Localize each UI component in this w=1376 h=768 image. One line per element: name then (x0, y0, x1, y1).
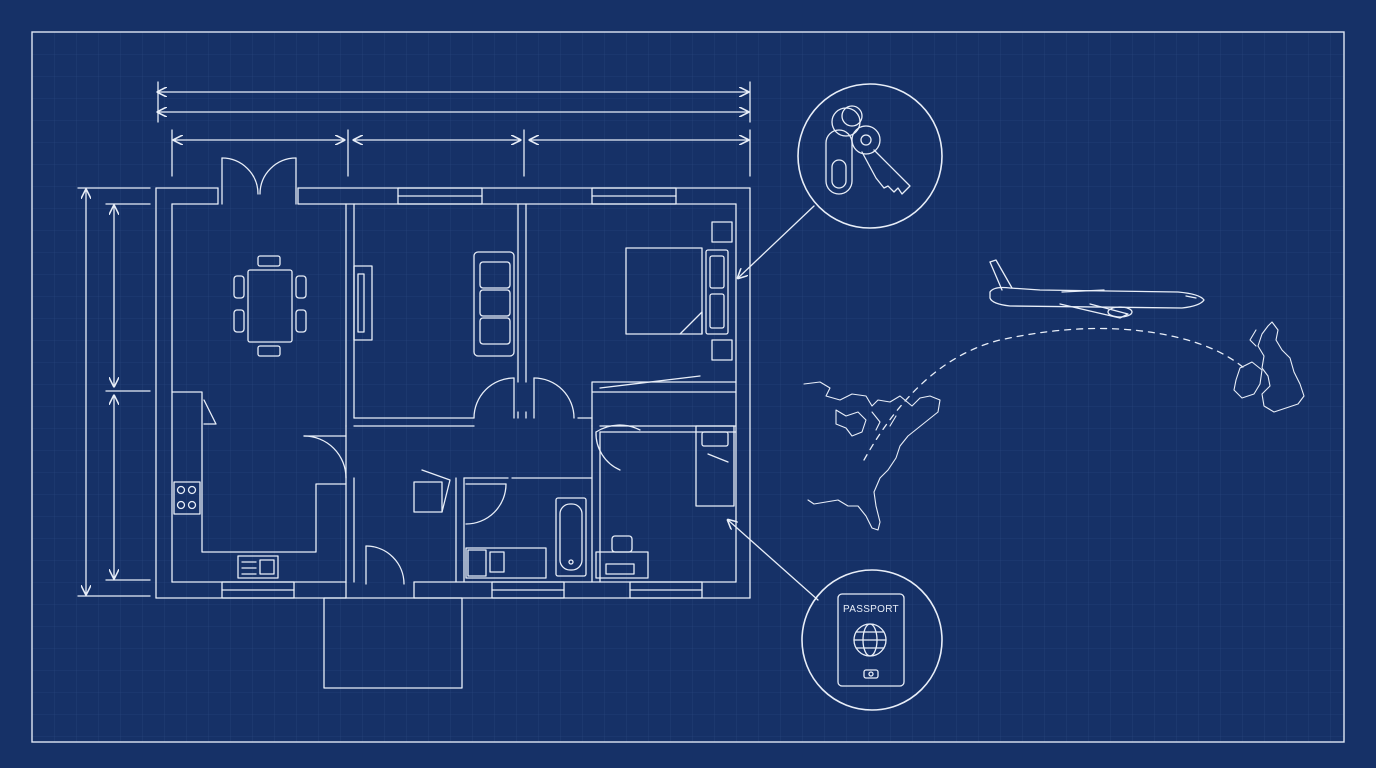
windows (221, 187, 703, 599)
tv-console (353, 265, 373, 341)
bathroom-fixtures (465, 497, 587, 579)
grid (32, 32, 1344, 742)
north-america-east-coast-map (803, 381, 941, 531)
patio (323, 597, 463, 689)
study-desk (595, 535, 649, 579)
bed (625, 221, 733, 361)
sofa (473, 251, 515, 357)
front-double-door (221, 157, 297, 205)
keys-callout (797, 83, 943, 229)
dining-table (233, 255, 307, 357)
single-bed (695, 425, 735, 507)
passport-leader-line (728, 520, 819, 601)
interior-doors (303, 377, 641, 585)
hall-cabinet (413, 469, 451, 513)
airplane-icon (989, 259, 1205, 319)
british-isles-map (1233, 321, 1305, 413)
closet (599, 375, 701, 389)
passport-callout (801, 569, 943, 711)
kitchen-fittings (173, 399, 279, 579)
dimension-lines (77, 81, 751, 597)
passport-icon (837, 593, 905, 687)
keys-icon (825, 105, 911, 195)
flight-path (863, 327, 1245, 461)
passport-label: PASSPORT (843, 604, 899, 615)
frame-border (31, 31, 1345, 743)
keys-leader-line (738, 205, 815, 278)
